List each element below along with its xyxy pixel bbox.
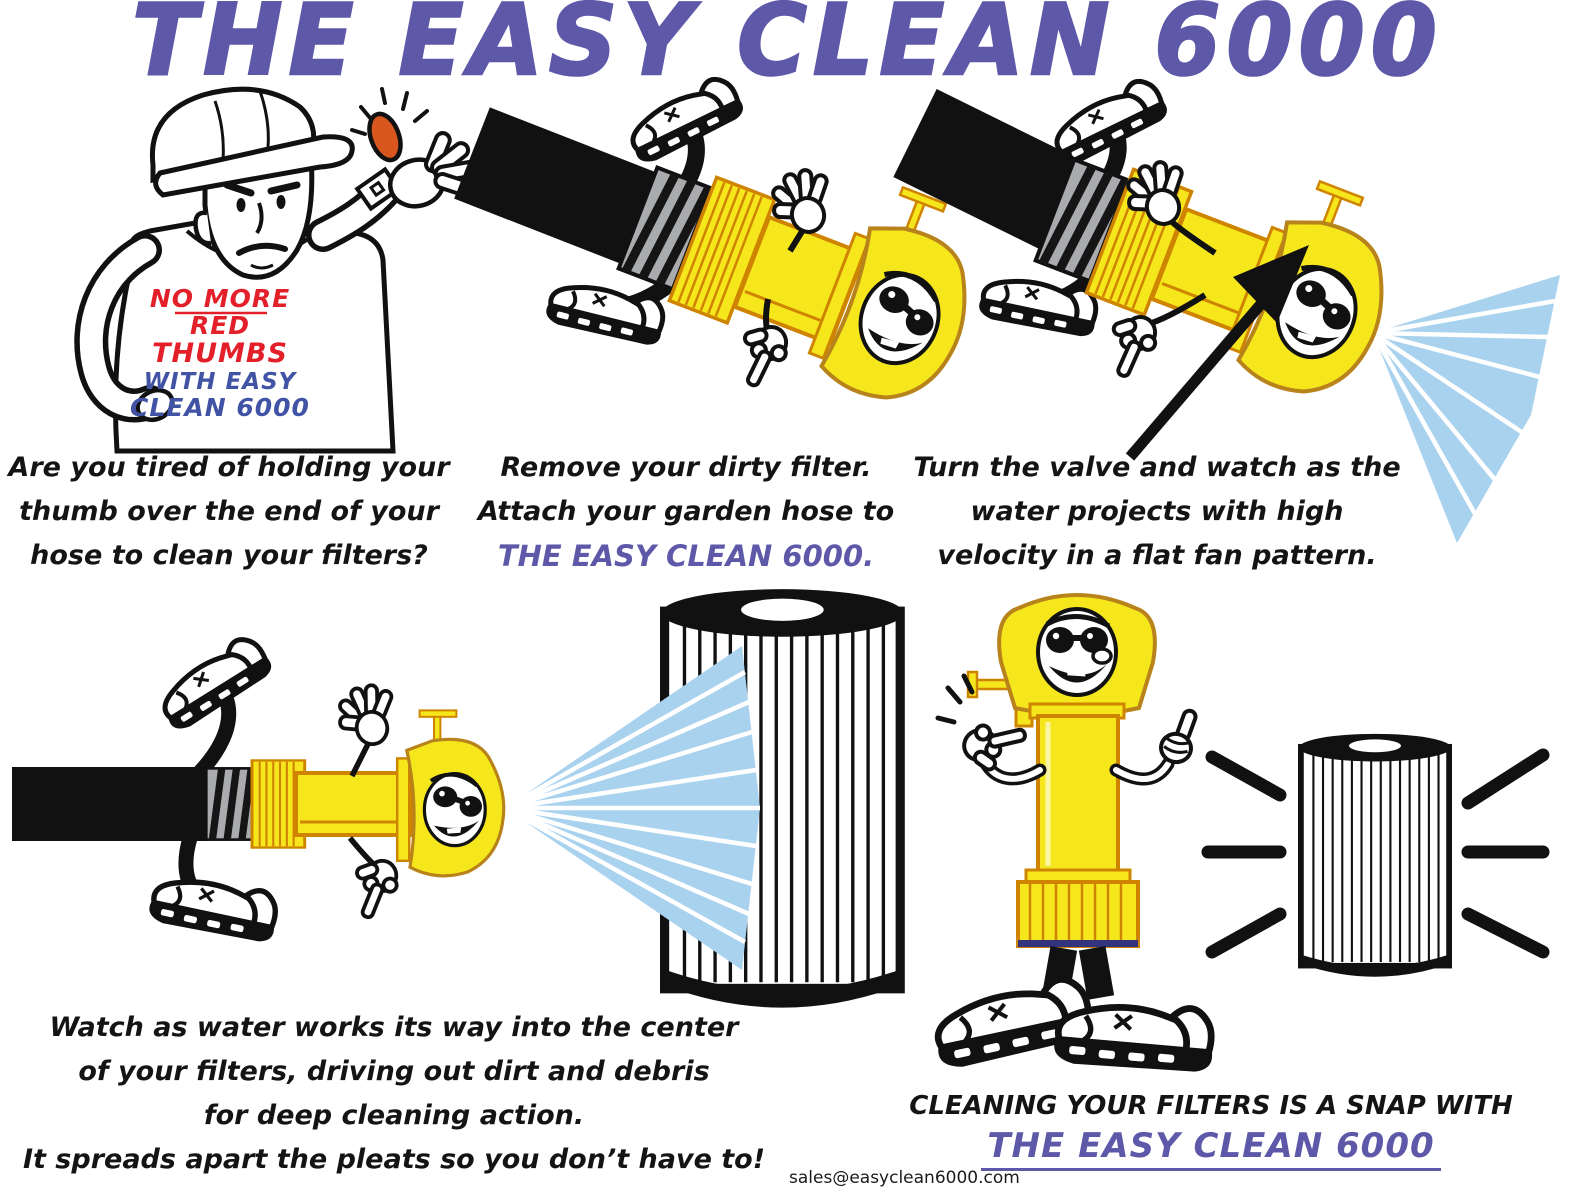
- cap-brim: [153, 134, 355, 198]
- caption-snap: CLEANING YOUR FILTERS IS A SNAP WITH THE…: [900, 1086, 1522, 1171]
- hose-ribbed-end: [204, 766, 257, 842]
- nozzle-head-face: [397, 710, 504, 875]
- mascot-body: [1036, 714, 1120, 874]
- thumbs-up-glove-icon: [1156, 703, 1202, 767]
- leg: [1078, 945, 1115, 1000]
- nozzle-barrel: [294, 771, 414, 837]
- panel-spray-illustration: [893, 85, 1560, 543]
- shirt-line-4: WITH EASY: [144, 369, 298, 395]
- shirt-line-3: THUMBS: [152, 338, 288, 369]
- man-frown: [236, 242, 288, 256]
- valve-arrow: [1125, 245, 1309, 461]
- glove-icon: [328, 676, 407, 754]
- cap-seams: [213, 90, 270, 161]
- caption-spray: Turn the valve and watch as the water pr…: [903, 446, 1411, 578]
- caption-line: for deep cleaning action.: [203, 1100, 585, 1131]
- caption-product-name-underlined: THE EASY CLEAN 6000: [981, 1126, 1441, 1171]
- sneaker-icon: [152, 631, 277, 734]
- mascot-head-sunglasses: [999, 595, 1155, 715]
- spray-fan: [503, 646, 760, 970]
- caption-intro: Are you tired of holding your thumb over…: [0, 446, 458, 578]
- caption-line: It spreads apart the pleats so you don’t…: [22, 1144, 766, 1175]
- caption-line: hose to clean your filters?: [30, 540, 428, 571]
- shirt-line-1: NO MORE: [150, 284, 290, 313]
- caption-attach: Remove your dirty filter. Attach your ga…: [468, 446, 904, 578]
- caption-line: velocity in a flat fan pattern.: [937, 540, 1377, 571]
- poster-title: THE EASY CLEAN 6000: [131, 0, 1443, 99]
- caption-product-name: THE EASY CLEAN 6000.: [497, 539, 875, 573]
- glove-icon: [345, 854, 403, 924]
- shirt-slogan: NO MORE RED THUMBS WITH EASY CLEAN 6000: [130, 284, 310, 422]
- nozzle-character: [893, 74, 1418, 412]
- sneaker-icon: [621, 72, 748, 167]
- panel-snap-illustration: [929, 580, 1550, 1080]
- glove-icon: [729, 318, 794, 394]
- man-chin-crease: [250, 263, 274, 270]
- caption-line: Remove your dirty filter.: [500, 452, 872, 483]
- caption-line: Turn the valve and watch as the: [913, 452, 1401, 483]
- clean-filter-cartridge: [1299, 734, 1451, 977]
- caption-line: Watch as water works its way into the ce…: [49, 1012, 739, 1043]
- shirt-line-2: RED: [190, 311, 250, 340]
- red-sore-thumb: [367, 111, 403, 163]
- man-eyes: [223, 181, 301, 212]
- sparkle-dashes: [1201, 748, 1550, 959]
- easy-clean-mascot: [929, 595, 1216, 1076]
- caption-line: CLEANING YOUR FILTERS IS A SNAP WITH: [909, 1091, 1513, 1121]
- caption-line: Attach your garden hose to: [477, 496, 895, 527]
- man-hand-on-hip: [135, 387, 175, 423]
- caption-line: water projects with high: [970, 496, 1344, 527]
- snap-emphasis-lines: [935, 673, 975, 725]
- panel-attach-illustration: [454, 85, 948, 445]
- panel-clean-illustration: [12, 580, 950, 1020]
- caption-line: of your filters, driving out dirt and de…: [78, 1056, 710, 1087]
- man-nose: [255, 202, 264, 235]
- spray-fan: [1371, 275, 1560, 543]
- nozzle-character: [12, 631, 504, 946]
- base-coupling: [1016, 880, 1140, 948]
- sneaker-icon: [147, 869, 282, 946]
- thumb-emphasis-lines: [350, 87, 429, 136]
- caption-line: Are you tired of holding your: [8, 452, 450, 483]
- glove-icon: [1100, 309, 1162, 384]
- arm: [349, 738, 373, 778]
- panel-intro-illustration: NO MORE RED THUMBS WITH EASY CLEAN 6000: [74, 86, 480, 454]
- garden-hose: [893, 89, 1087, 251]
- shirt-line-5: CLEAN 6000: [130, 393, 310, 422]
- garden-hose: [454, 107, 664, 267]
- nozzle-character: [454, 72, 1001, 418]
- sales-email: sales@easyclean6000.com: [789, 1168, 1020, 1188]
- man-with-red-thumb: NO MORE RED THUMBS WITH EASY CLEAN 6000: [74, 86, 480, 454]
- leg: [192, 690, 237, 780]
- man-ear: [193, 210, 212, 246]
- sneaker-icon: [544, 274, 669, 349]
- caption-line: thumb over the end of your: [19, 496, 439, 527]
- cap-dome: [149, 86, 317, 184]
- caption-clean: Watch as water works its way into the ce…: [8, 1006, 780, 1182]
